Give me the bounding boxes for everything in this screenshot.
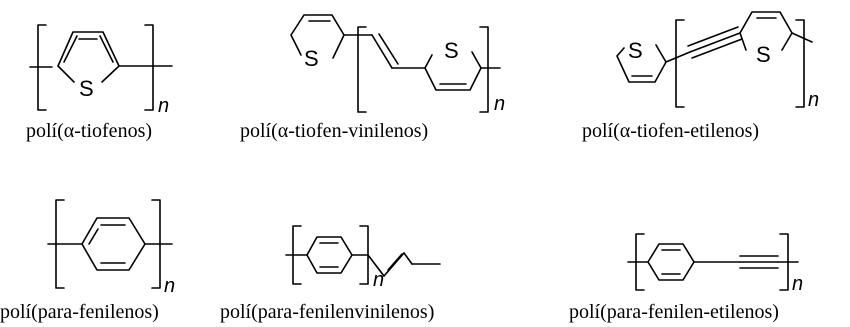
bracket-left <box>292 225 302 285</box>
compound-name: polí(α-tiofen-vinilenos) <box>240 120 428 142</box>
repeat-subscript: n <box>164 275 175 297</box>
compound-name: polí(para-fenilen-etilenos) <box>569 301 779 323</box>
vinylene-bond-1 <box>371 34 393 69</box>
vinylene-bond-2 <box>378 33 399 65</box>
compound-name: polí(para-fenilenvinilenos) <box>220 301 434 323</box>
vinylene-bond-4 <box>403 252 413 265</box>
bond-s-right <box>101 65 120 83</box>
double-bond-left <box>63 35 78 63</box>
bracket-right <box>144 24 154 111</box>
bond-right-stub <box>791 32 813 43</box>
vinylene-bond-1 <box>367 254 385 277</box>
compound-name: polí(α-tiofen-etilenos) <box>582 120 759 142</box>
vinylene-bond-3 <box>387 253 403 271</box>
repeat-subscript: n <box>494 93 505 115</box>
bracket-left <box>675 19 685 108</box>
triple-bond-2 <box>687 26 739 47</box>
thiophene-ring <box>739 11 793 51</box>
compound-polythiophenevinylene: S S n polí(α-tiofen-vinilenos) <box>240 14 505 142</box>
triple-bond-3 <box>691 38 743 59</box>
thiophene-ring <box>57 31 120 67</box>
repeat-subscript: n <box>158 95 169 117</box>
repeat-subscript: n <box>808 89 819 111</box>
thiophene-ring <box>424 51 482 91</box>
bracket-right <box>479 26 489 113</box>
compound-polythiopheneethynylene: S S n polí(α-tiofen-etilenos) <box>582 11 819 142</box>
repeat-subscript: n <box>373 269 384 291</box>
bracket-right <box>779 233 789 291</box>
compound-name: polí(α-tiofenos) <box>26 120 152 142</box>
vinylene-bond-2 <box>383 252 405 277</box>
bracket-right <box>795 19 805 108</box>
sulfur-atom: S <box>628 38 643 63</box>
bracket-left <box>635 233 645 291</box>
benzene-double-3 <box>88 228 99 245</box>
compound-polyphenylenevinylene: n polí(para-fenilenvinilenos) <box>220 225 441 323</box>
bracket-right <box>151 199 161 289</box>
sulfur-atom: S <box>79 76 94 101</box>
compound-polyphenylene: n polí(para-fenilenos) <box>0 199 175 323</box>
sulfur-atom: S <box>304 46 319 71</box>
bracket-left <box>357 26 367 113</box>
bond-s-left <box>57 65 75 83</box>
end-thiophene-ring <box>616 44 667 83</box>
triple-bond-1 <box>689 32 741 53</box>
double-bond-right <box>99 35 114 63</box>
compound-polyphenyleneethynylene: n polí(para-fenilen-etilenos) <box>569 233 803 323</box>
compound-polythiophene: S n polí(α-tiofenos) <box>26 24 173 142</box>
end-thiophene-ring <box>290 14 345 59</box>
bracket-left <box>55 199 65 289</box>
compound-name: polí(para-fenilenos) <box>0 301 159 323</box>
repeat-subscript: n <box>792 273 803 295</box>
sulfur-atom: S <box>444 38 459 63</box>
bracket-left <box>37 24 47 111</box>
sulfur-atom: S <box>756 42 771 67</box>
bond-to-alkyne <box>665 51 691 63</box>
